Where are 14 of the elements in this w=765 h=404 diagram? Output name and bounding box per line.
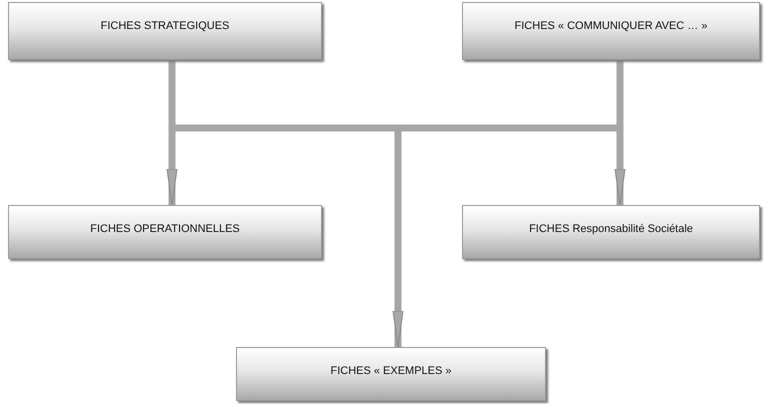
box-label: FICHES Responsabilité Sociétale [529,223,693,235]
arrow [166,128,178,206]
arrow [614,128,626,206]
connector-line [616,60,624,128]
process-box [462,205,760,259]
process-box [8,2,322,60]
process-box [236,347,546,401]
box-label: FICHES « EXEMPLES » [330,365,452,377]
box-label: FICHES OPERATIONNELLES [90,223,240,235]
box-label: FICHES STRATEGIQUES [100,20,230,32]
connector-line [168,60,176,128]
box-label: FICHES « COMMUNIQUER AVEC … » [514,20,708,32]
process-box [8,205,322,259]
process-box [462,2,760,60]
